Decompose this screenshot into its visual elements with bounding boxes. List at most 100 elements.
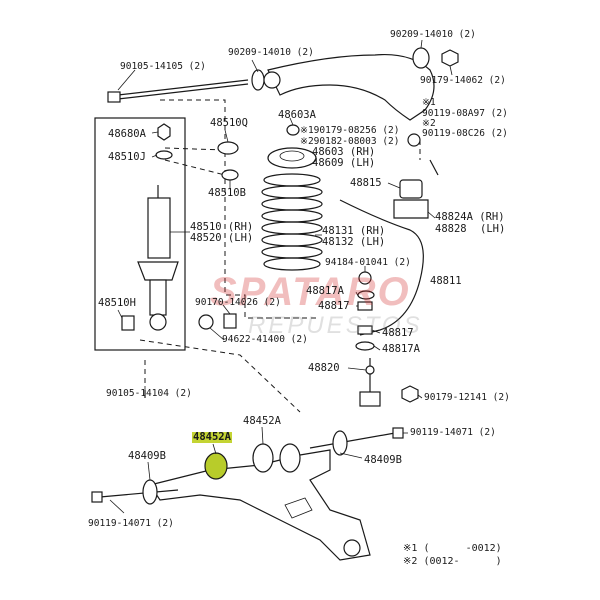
part-label: ※2 [422, 118, 436, 129]
shock-top-nut [157, 123, 171, 141]
legend-text: (0012- ) [423, 556, 502, 567]
part-label: ※190179-08256 (2) [300, 125, 400, 136]
shock-bushing [121, 315, 135, 331]
part-label: 48820 [308, 362, 340, 374]
lower-arm-pocket [284, 497, 313, 519]
part-label: 48510 (RH) [190, 221, 254, 233]
part-label: 94184-01041 (2) [325, 257, 411, 268]
shock-top-washer [155, 150, 173, 160]
part-label: 48817A [306, 285, 344, 297]
shock-cushion-lower [221, 169, 239, 181]
part-label: 48828 [435, 223, 467, 235]
washer-w-marker [198, 314, 214, 330]
part-label: 94622-41400 (2) [222, 334, 308, 345]
upper-mount-nut [286, 124, 300, 136]
upper-arm-washer-left [251, 69, 265, 91]
part-label: 90119-14071 (2) [410, 427, 496, 438]
part-label: 90209-14010 (2) [390, 29, 476, 40]
lower-bolt-right [309, 432, 396, 449]
top-bolt-shaft [117, 79, 249, 96]
legend-row-2: ※2 (0012- ) [403, 556, 502, 567]
bushing-48452a-highlighted [204, 452, 228, 480]
part-label: 48510J [108, 151, 146, 163]
watermark-sub: REPUESTOS [248, 312, 423, 339]
nut-n-marker-top [407, 133, 421, 147]
part-label: 48824A (RH) [435, 211, 505, 223]
part-label: 48609 (LH) [312, 157, 376, 169]
stabilizer-link-ball [365, 365, 375, 375]
part-label: (LH) [480, 223, 506, 235]
cam-plate-right [332, 430, 348, 456]
bracket-bolt [429, 159, 439, 176]
watermark: SPATARO REPUESTOS [210, 270, 420, 339]
stabilizer-bar [339, 199, 424, 336]
part-label: 48815 [350, 177, 382, 189]
ref-line-washer [164, 159, 226, 176]
part-label: 48409B [128, 450, 166, 462]
cam-plate-left [142, 479, 158, 505]
part-label: 48510H [98, 297, 136, 309]
lower-bolt-right-head [392, 427, 404, 439]
upper-control-arm [267, 53, 435, 121]
part-label: 48131 (RH) [322, 225, 386, 237]
ref-line-lower [139, 339, 301, 413]
top-bolt-head [107, 91, 121, 103]
part-label: 48510Q [210, 117, 248, 129]
part-label: 48510B [208, 187, 246, 199]
upper-arm-bushing [263, 71, 281, 89]
part-label: 90179-12141 (2) [424, 392, 510, 403]
part-label: 48680A [108, 128, 146, 140]
part-label: 90209-14010 (2) [228, 47, 314, 58]
ref-line-bolt [160, 99, 320, 319]
link-nut [357, 290, 375, 300]
stabilizer-bracket [393, 199, 429, 219]
upper-arm-washer-right [412, 47, 430, 69]
link-end-nut [401, 385, 419, 403]
part-label: 48817 [382, 327, 414, 339]
part-label: 48452A [243, 415, 281, 427]
part-label: 48603A [278, 109, 316, 121]
watermark-brand: SPATARO [210, 270, 411, 314]
lower-arm-bushing-right [279, 443, 301, 473]
top-bolt-shaft-2 [117, 83, 249, 100]
upper-support-inner [279, 150, 305, 162]
shock-lower-spring-seat [137, 261, 179, 281]
part-label: 48520 (LH) [190, 232, 254, 244]
ref-line-nut [164, 147, 226, 151]
upper-support [267, 147, 317, 169]
part-label: 48811 [430, 275, 462, 287]
shock-assembly-box [94, 117, 186, 351]
shock-lower-eye [149, 313, 167, 331]
legend-row-1: ※1 ( -0012) [403, 543, 502, 554]
bushing-48452a-right [252, 443, 274, 473]
shock-lower-bolt-nut [223, 313, 237, 329]
shock-lower-body [149, 279, 167, 316]
coil-spring [261, 173, 323, 271]
shock-cushion-upper [217, 141, 239, 155]
lower-bolt-left-head [91, 491, 103, 503]
part-label: 90179-14062 (2) [420, 75, 506, 86]
legend-mark: ※1 [403, 543, 418, 554]
lower-arm-ball-joint [343, 539, 361, 557]
part-label: 90119-08A97 (2) [422, 108, 508, 119]
leader-lines [109, 39, 453, 514]
part-label: ※290182-08003 (2) [300, 136, 400, 147]
part-label: 90105-14104 (2) [106, 388, 192, 399]
part-label: 48817A [382, 343, 420, 355]
stabilizer-bushing [399, 179, 423, 199]
upper-arm-nut [441, 49, 459, 67]
part-label: 90119-08C26 (2) [422, 128, 508, 139]
link-retainer [355, 341, 375, 351]
part-label: 48603 (RH) [312, 146, 376, 158]
part-label: 90105-14105 (2) [120, 61, 206, 72]
lower-bolt-left [99, 489, 179, 498]
part-label: 90119-14071 (2) [88, 518, 174, 529]
shock-body [147, 197, 171, 259]
stabilizer-link-end [359, 391, 381, 407]
part-label-highlighted: 48452A [192, 431, 232, 443]
part-label: ※1 [422, 97, 436, 108]
part-label: 48409B [364, 454, 402, 466]
legend-text: ( -0012) [423, 543, 502, 554]
